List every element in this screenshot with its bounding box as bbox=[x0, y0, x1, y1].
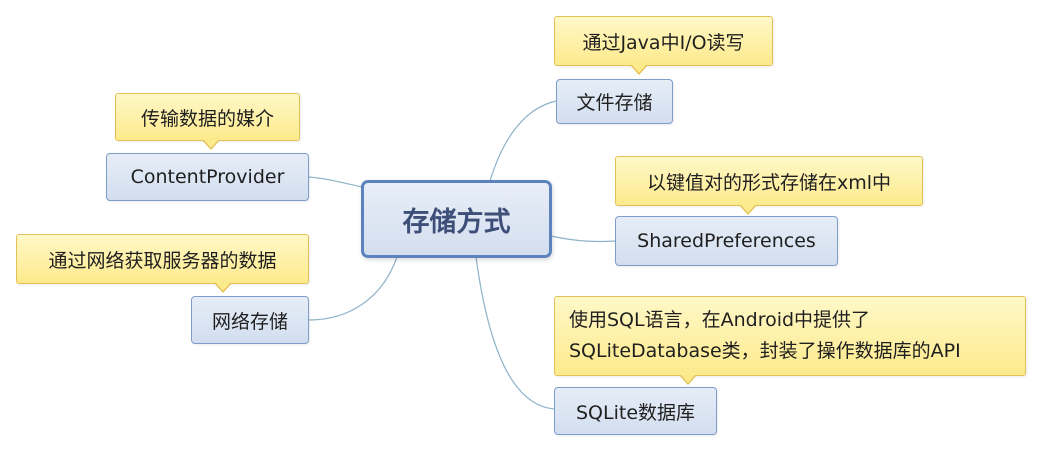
file-storage-node[interactable]: 文件存储 bbox=[556, 79, 673, 124]
connector-sqlite bbox=[475, 256, 555, 410]
note-pointer bbox=[215, 282, 231, 291]
file-storage-note-text: 通过Java中I/O读写 bbox=[582, 31, 745, 54]
content-provider-note-text: 传输数据的媒介 bbox=[140, 107, 274, 130]
network-storage-note-text: 通过网络获取服务器的数据 bbox=[48, 249, 277, 272]
note-pointer bbox=[631, 64, 647, 73]
shared-preferences-note-text: 以键值对的形式存储在xml中 bbox=[646, 171, 892, 194]
connector-content-provider bbox=[308, 176, 363, 188]
shared-preferences-note: 以键值对的形式存储在xml中 bbox=[615, 156, 923, 215]
file-storage-label: 文件存储 bbox=[576, 92, 653, 114]
sqlite-node[interactable]: SQLite数据库 bbox=[554, 387, 717, 435]
content-provider-note: 传输数据的媒介 bbox=[115, 93, 300, 150]
network-storage-node[interactable]: 网络存储 bbox=[191, 296, 309, 344]
shared-preferences-node[interactable]: SharedPreferences bbox=[615, 216, 838, 266]
network-storage-note: 通过网络获取服务器的数据 bbox=[16, 234, 309, 293]
sqlite-label: SQLite数据库 bbox=[575, 401, 696, 424]
root-label: 存储方式 bbox=[402, 206, 511, 238]
file-storage-note: 通过Java中I/O读写 bbox=[554, 16, 773, 75]
shared-preferences-label: SharedPreferences bbox=[637, 230, 816, 252]
sqlite-note-line-2: SQLiteDatabase类，封装了操作数据库的API bbox=[569, 340, 961, 362]
content-provider-node[interactable]: ContentProvider bbox=[106, 153, 309, 201]
root-node[interactable]: 存储方式 bbox=[361, 180, 552, 258]
note-pointer bbox=[680, 374, 696, 383]
connector-shared-preferences bbox=[550, 235, 616, 243]
connector-network-storage bbox=[308, 256, 398, 321]
note-pointer bbox=[203, 139, 219, 148]
content-provider-label: ContentProvider bbox=[130, 166, 285, 188]
note-pointer bbox=[740, 204, 756, 213]
connector-file-storage bbox=[489, 100, 557, 182]
network-storage-label: 网络存储 bbox=[211, 310, 288, 333]
sqlite-note-line-1: 使用SQL语言，在Android中提供了 bbox=[569, 309, 871, 331]
sqlite-note: 使用SQL语言，在Android中提供了 SQLiteDatabase类，封装了… bbox=[554, 296, 1026, 385]
